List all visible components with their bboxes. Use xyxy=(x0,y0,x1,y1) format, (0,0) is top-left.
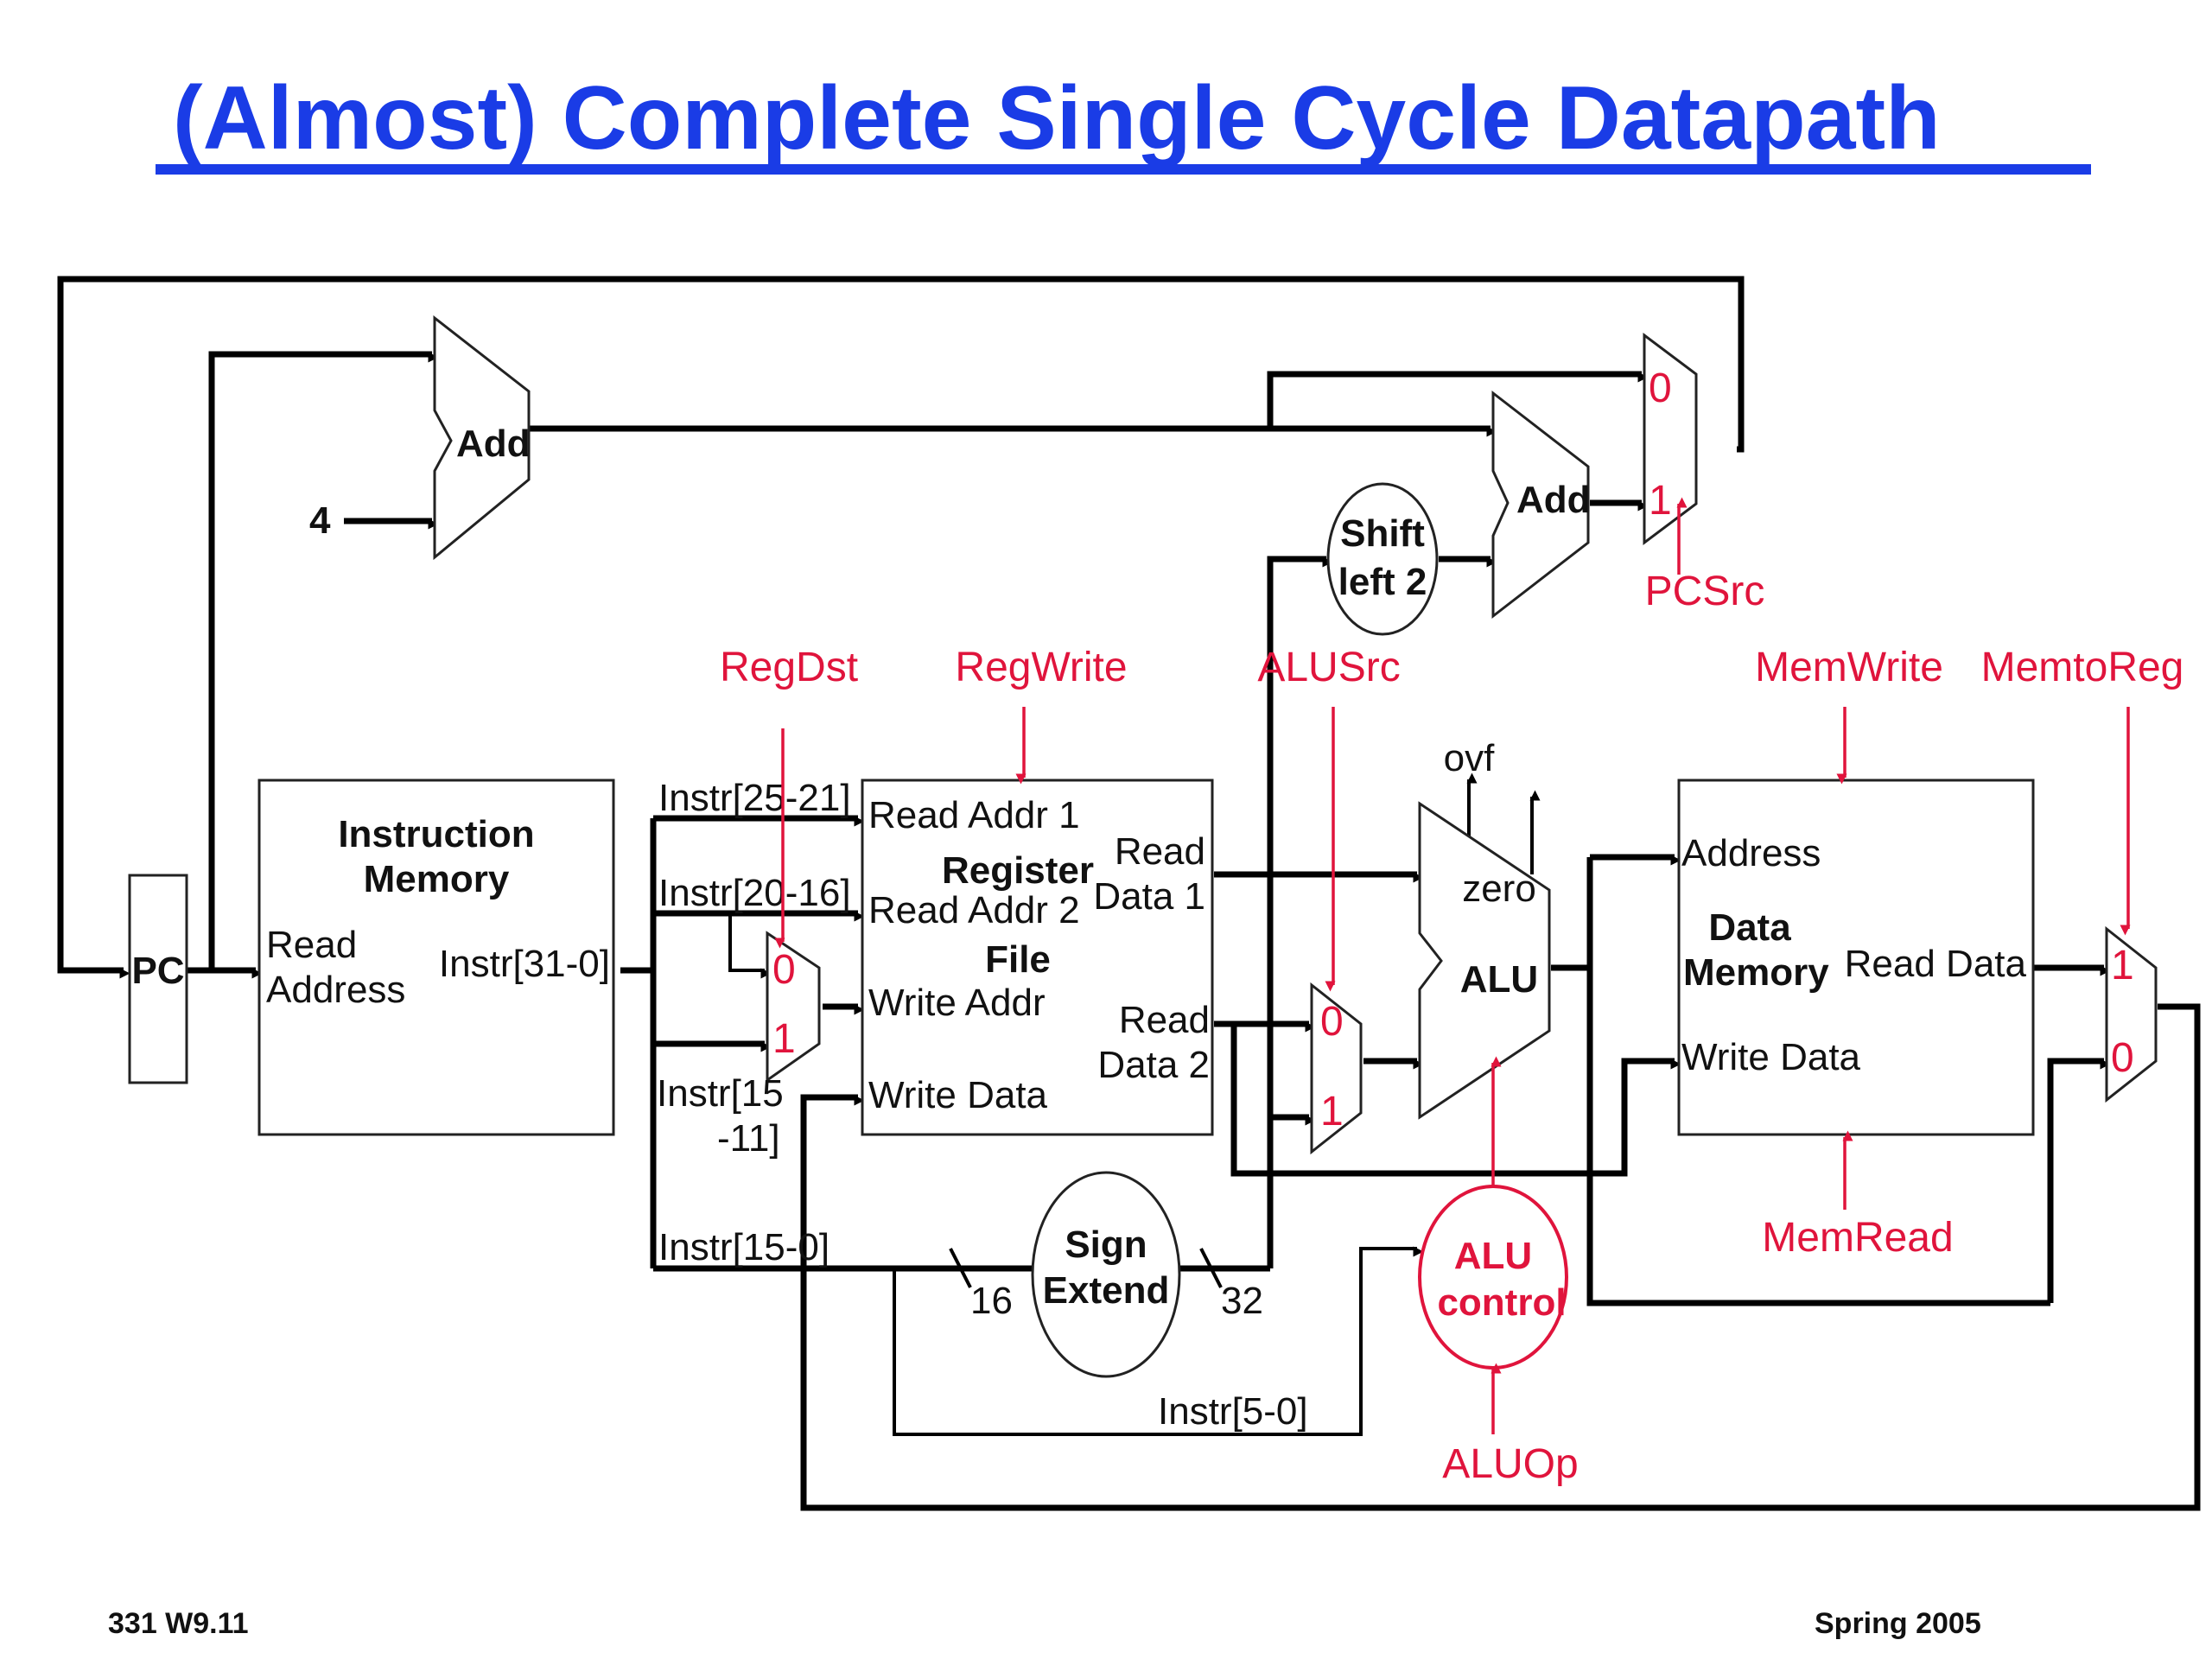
wire-writeback xyxy=(800,1003,2201,1511)
shift-label-2: left 2 xyxy=(1338,561,1427,603)
dmem-write-data: Write Data xyxy=(1681,1036,1861,1078)
wire-pc-feedback xyxy=(57,276,1745,979)
footer-right: Spring 2005 xyxy=(1815,1607,1981,1640)
alu-zero-label: zero xyxy=(1462,868,1536,910)
field-funct: Instr[5-0] xyxy=(1158,1390,1308,1433)
control-memtoreg: MemtoReg xyxy=(1981,645,2184,690)
alu-control xyxy=(1418,1185,1568,1370)
bus-width-tick-32 xyxy=(1199,1248,1223,1288)
control-alusrc: ALUSrc xyxy=(1257,645,1400,690)
memtoreg-mux-1: 1 xyxy=(2111,943,2134,988)
wire-rd2-to-dmem xyxy=(1230,1024,1681,1177)
imem-title-2: Memory xyxy=(364,858,510,900)
dmem-read-data: Read Data xyxy=(1845,943,2027,985)
reg-read-data-1a: Read xyxy=(1115,830,1205,873)
title-underline xyxy=(156,164,2091,175)
wire-pc-to-add xyxy=(208,351,439,970)
reg-read-data-1b: Data 1 xyxy=(1093,875,1205,918)
pcsrc-mux-1: 1 xyxy=(1649,478,1672,524)
field-imm: Instr[15-0] xyxy=(658,1226,830,1268)
reg-write-data: Write Data xyxy=(868,1074,1048,1116)
shift-left-2 xyxy=(1326,482,1439,636)
bus-width-32: 32 xyxy=(1221,1280,1263,1322)
constant-four: 4 xyxy=(309,499,331,542)
wire-sign-ext-to-shift xyxy=(1267,556,1333,1268)
control-signals: RegDst RegWrite ALUSrc MemWrite MemtoReg… xyxy=(720,497,2184,1487)
imem-instr-out-label: Instr[31-0] xyxy=(439,943,610,985)
alusrc-mux xyxy=(1310,982,1363,1155)
wire-funct-to-alucontrol xyxy=(893,1246,1424,1436)
reg-read-data-2a: Read xyxy=(1119,999,1210,1041)
pcsrc-mux xyxy=(1643,333,1698,545)
data-memory xyxy=(1677,779,2035,1136)
bus-width-16: 16 xyxy=(970,1280,1013,1322)
regdst-mux-0: 0 xyxy=(772,947,796,993)
field-rd-2: -11] xyxy=(717,1117,780,1160)
alu-label: ALU xyxy=(1460,958,1538,1001)
dmem-title-2: Memory xyxy=(1683,951,1829,994)
dmem-title-1: Data xyxy=(1708,906,1791,949)
sign-extend xyxy=(1031,1171,1181,1378)
imem-title-1: Instruction xyxy=(338,813,534,855)
imem-read-label: Read xyxy=(266,924,357,966)
control-regwrite: RegWrite xyxy=(955,645,1127,690)
control-memread: MemRead xyxy=(1762,1215,1953,1261)
reg-title-2: File xyxy=(985,938,1051,981)
pcsrc-mux-0: 0 xyxy=(1649,365,1672,411)
wire-rt-to-regdst-mux xyxy=(728,913,772,979)
reg-read-data-2b: Data 2 xyxy=(1097,1044,1210,1086)
regdst-mux xyxy=(766,931,821,1083)
branch-adder-label: Add xyxy=(1516,479,1591,521)
reg-read-addr-1: Read Addr 1 xyxy=(868,794,1080,836)
alusrc-mux-0: 0 xyxy=(1320,999,1344,1045)
slide-title: (Almost) Complete Single Cycle Datapath xyxy=(173,68,1941,168)
wire-alu-to-dmem-addr xyxy=(1586,857,2050,1306)
alu-ovf-label: ovf xyxy=(1444,737,1495,779)
memtoreg-mux xyxy=(2105,925,2158,1103)
branch-adder xyxy=(1491,390,1590,620)
control-aluop: ALUOp xyxy=(1442,1441,1578,1487)
pc-label: PC xyxy=(131,950,184,992)
reg-title-1: Register xyxy=(942,849,1094,892)
shift-label-1: Shift xyxy=(1340,512,1425,555)
alu-control-label-2: control xyxy=(1437,1281,1566,1324)
instruction-memory xyxy=(257,779,615,1136)
control-pcsrc: PCSrc xyxy=(1645,569,1765,614)
wire-pc4-to-pcsrc-mux xyxy=(1267,371,1649,429)
dmem-address: Address xyxy=(1681,832,1821,874)
pc-register xyxy=(128,874,188,1084)
alu-control-label-1: ALU xyxy=(1454,1235,1532,1277)
sign-extend-label-1: Sign xyxy=(1065,1224,1147,1266)
alu xyxy=(1418,801,1551,1120)
reg-write-addr: Write Addr xyxy=(868,982,1046,1024)
control-regdst: RegDst xyxy=(720,645,858,690)
field-rd-1: Instr[15 xyxy=(657,1072,784,1115)
field-rs: Instr[25-21] xyxy=(658,777,851,819)
regdst-mux-1: 1 xyxy=(772,1016,796,1062)
wire-alu-to-memtoreg-0 xyxy=(2047,1058,2111,1303)
memtoreg-mux-0: 0 xyxy=(2111,1035,2134,1081)
reg-read-addr-2: Read Addr 2 xyxy=(868,889,1080,931)
control-memwrite: MemWrite xyxy=(1755,645,1943,690)
imem-address-label: Address xyxy=(266,969,405,1011)
alusrc-mux-1: 1 xyxy=(1320,1089,1344,1135)
pc-adder-label: Add xyxy=(456,423,531,465)
bus-width-tick-16 xyxy=(949,1248,972,1288)
register-file xyxy=(861,779,1214,1136)
datapath-wires xyxy=(57,276,2201,1511)
field-rt: Instr[20-16] xyxy=(658,872,851,914)
sign-extend-label-2: Extend xyxy=(1043,1269,1170,1312)
footer-left: 331 W9.11 xyxy=(108,1607,249,1640)
pc-adder xyxy=(433,315,531,561)
